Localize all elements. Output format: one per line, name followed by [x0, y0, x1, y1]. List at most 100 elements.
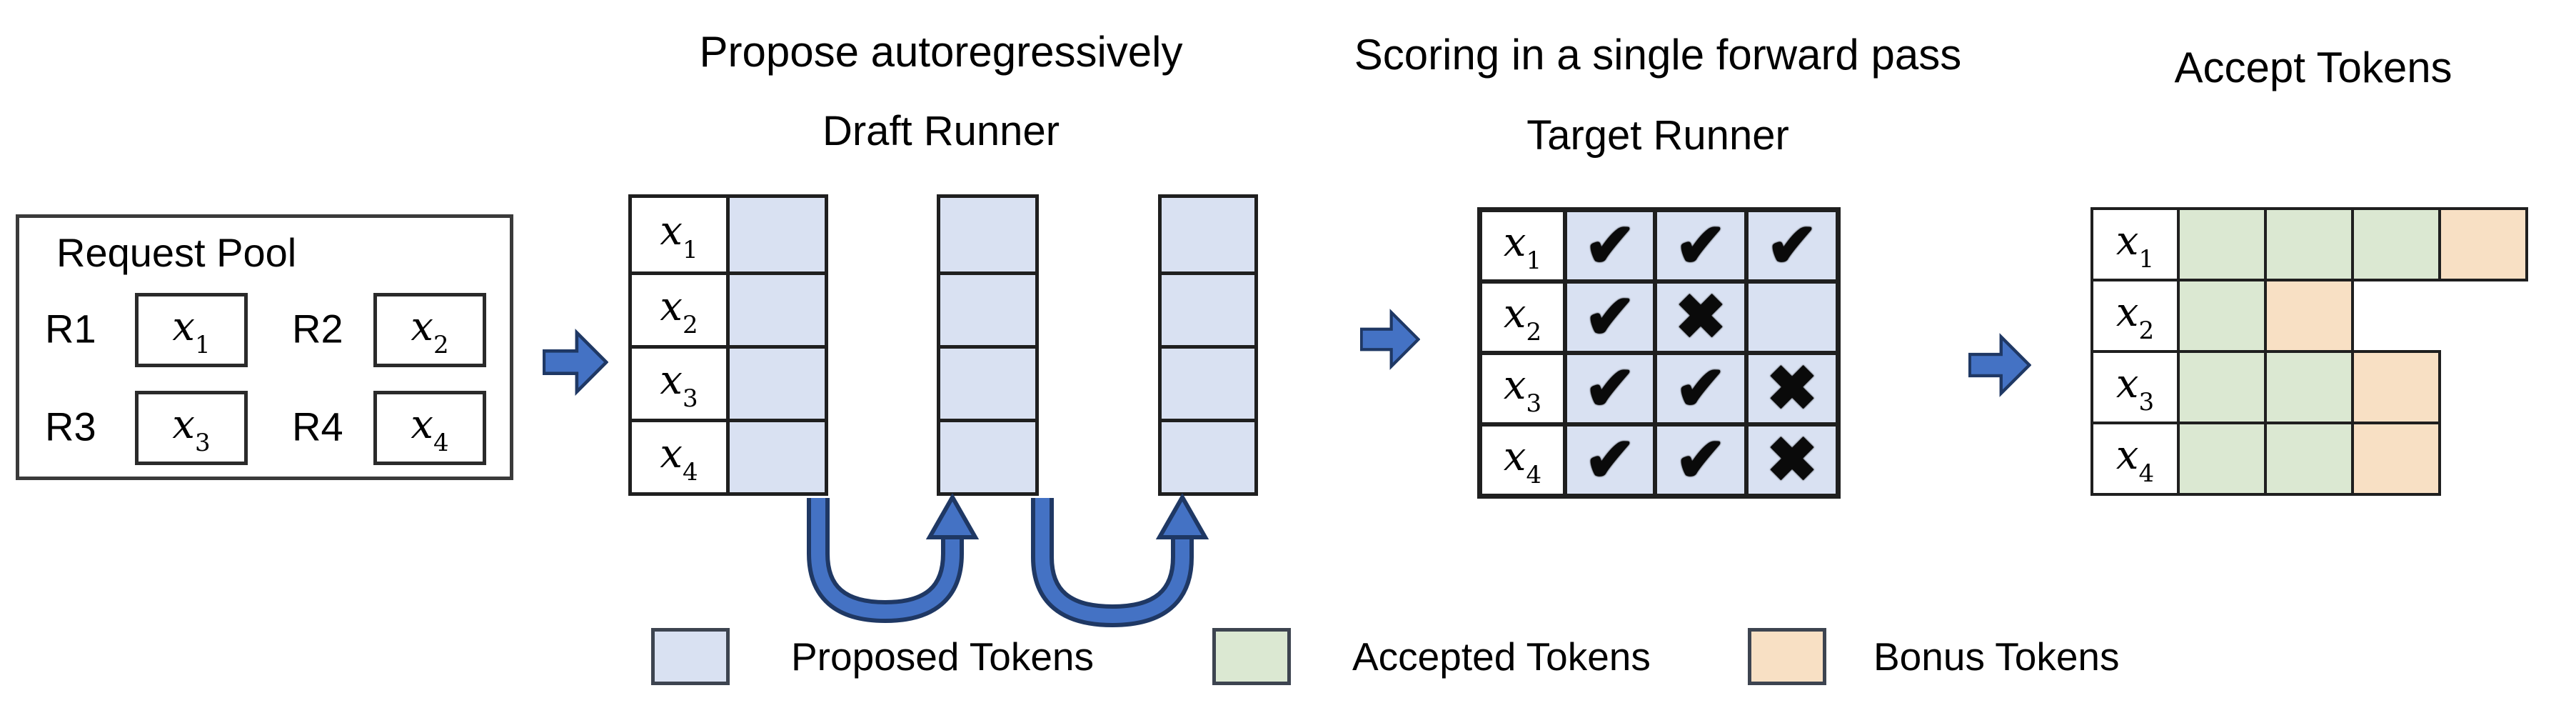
- accept-row: x1: [2091, 207, 2528, 281]
- draft-row-label-cell: x4: [632, 419, 726, 492]
- proposed-token-cell: [1162, 271, 1254, 345]
- request-token-box: x4: [373, 391, 486, 465]
- target-row-label-cell: x1: [1480, 210, 1565, 281]
- u-arrow-2: [1031, 492, 1209, 628]
- proposed-token-cell: [1162, 419, 1254, 492]
- token-label: x1: [1503, 219, 1542, 276]
- accepted-token-cell: [2351, 207, 2441, 281]
- token-label: x1: [172, 303, 211, 360]
- proposed-token-cell: [730, 271, 825, 345]
- check-icon: ✔: [1674, 426, 1727, 494]
- request-pool-title: Request Pool: [56, 230, 297, 275]
- legend-swatch-accepted: [1212, 628, 1291, 685]
- scored-token-cell: ✔: [1655, 353, 1746, 424]
- token-label: x3: [660, 357, 698, 414]
- accepted-token-cell: [2264, 207, 2354, 281]
- arrow-target-to-accept: [1968, 327, 2031, 403]
- proposed-token-cell: [1162, 198, 1254, 271]
- check-icon: ✔: [1584, 354, 1636, 423]
- bonus-token-cell: [2264, 279, 2354, 353]
- check-icon: ✔: [1674, 211, 1727, 280]
- proposed-token-cell: [730, 198, 825, 271]
- token-label: x3: [1503, 362, 1542, 419]
- cross-icon: ✖: [1674, 283, 1727, 352]
- token-label: x3: [2115, 360, 2155, 417]
- legend-label-accepted: Accepted Tokens: [1352, 634, 1651, 679]
- target-row-label-cell: x4: [1480, 424, 1565, 496]
- request-token-box: x2: [373, 293, 486, 367]
- target-row-label-cell: x3: [1480, 353, 1565, 424]
- scoring-title: Scoring in a single forward pass: [1354, 31, 1962, 79]
- arrow-pool-to-draft: [543, 323, 608, 402]
- token-label: x3: [172, 401, 211, 458]
- token-label: x4: [660, 430, 698, 487]
- scored-token-cell: ✔: [1746, 210, 1838, 281]
- draft-row-label-cell: x1: [632, 198, 726, 271]
- draft-row-label-cell: x3: [632, 345, 726, 419]
- scored-token-cell: ✔: [1655, 210, 1746, 281]
- scored-token-cell: ✖: [1655, 281, 1746, 353]
- accept-tokens-title: Accept Tokens: [2174, 44, 2452, 91]
- request-id-r1: R1: [45, 306, 96, 352]
- cross-icon: ✖: [1766, 354, 1818, 423]
- scored-token-cell: ✖: [1746, 424, 1838, 496]
- target-row-label-cell: x2: [1480, 281, 1565, 353]
- check-icon: ✔: [1584, 283, 1636, 352]
- check-icon: ✔: [1674, 354, 1727, 423]
- scored-token-cell: ✔: [1655, 424, 1746, 496]
- propose-title: Propose autoregressively: [699, 28, 1183, 76]
- scored-token-cell: ✖: [1746, 353, 1838, 424]
- arrow-draft-to-target: [1360, 303, 1420, 376]
- bonus-token-cell: [2351, 422, 2441, 496]
- scored-token-cell: [1746, 281, 1838, 353]
- proposed-token-cell: [940, 271, 1035, 345]
- accept-row-label-cell: x2: [2091, 279, 2180, 353]
- accepted-token-cell: [2264, 422, 2354, 496]
- token-label: x2: [660, 283, 698, 340]
- check-icon: ✔: [1584, 211, 1636, 280]
- accepted-token-cell: [2177, 422, 2267, 496]
- draft-proposed-column: [1158, 194, 1258, 496]
- request-id-r3: R3: [45, 404, 96, 449]
- draft-row-label-cell: x2: [632, 271, 726, 345]
- bonus-token-cell: [2438, 207, 2528, 281]
- cross-icon: ✖: [1766, 426, 1818, 494]
- proposed-token-cell: [730, 345, 825, 419]
- token-label: x2: [1503, 290, 1542, 347]
- accepted-token-cell: [2177, 207, 2267, 281]
- legend-swatch-bonus: [1748, 628, 1826, 685]
- scored-token-cell: ✔: [1565, 210, 1655, 281]
- proposed-token-cell: [1162, 345, 1254, 419]
- accepted-token-cell: [2264, 350, 2354, 424]
- proposed-token-cell: [730, 419, 825, 492]
- token-label: x2: [2115, 289, 2155, 346]
- proposed-token-cell: [940, 345, 1035, 419]
- legend-swatch-proposed: [651, 628, 730, 685]
- accept-row-label-cell: x4: [2091, 422, 2180, 496]
- draft-runner-title: Draft Runner: [822, 108, 1060, 154]
- token-label: x4: [411, 401, 449, 458]
- token-label: x2: [411, 303, 449, 360]
- draft-proposed-column: [937, 194, 1039, 496]
- proposed-token-cell: [940, 419, 1035, 492]
- accept-row: x4: [2091, 422, 2441, 496]
- check-icon: ✔: [1584, 426, 1636, 494]
- request-token-box: x3: [135, 391, 248, 465]
- accept-row-label-cell: x3: [2091, 350, 2180, 424]
- request-id-r4: R4: [292, 404, 343, 449]
- token-label: x4: [1503, 433, 1542, 490]
- accept-row-label-cell: x1: [2091, 207, 2180, 281]
- u-arrow-1: [807, 492, 980, 624]
- token-label: x1: [660, 208, 698, 264]
- accepted-token-cell: [2177, 279, 2267, 353]
- legend-label-proposed: Proposed Tokens: [791, 634, 1094, 679]
- target-runner-title: Target Runner: [1526, 112, 1789, 159]
- check-icon: ✔: [1766, 211, 1818, 280]
- proposed-token-cell: [940, 198, 1035, 271]
- bonus-token-cell: [2351, 350, 2441, 424]
- scored-token-cell: ✔: [1565, 424, 1655, 496]
- token-label: x1: [2115, 217, 2155, 274]
- draft-row-labels-column: x1 x2 x3 x4: [628, 194, 730, 496]
